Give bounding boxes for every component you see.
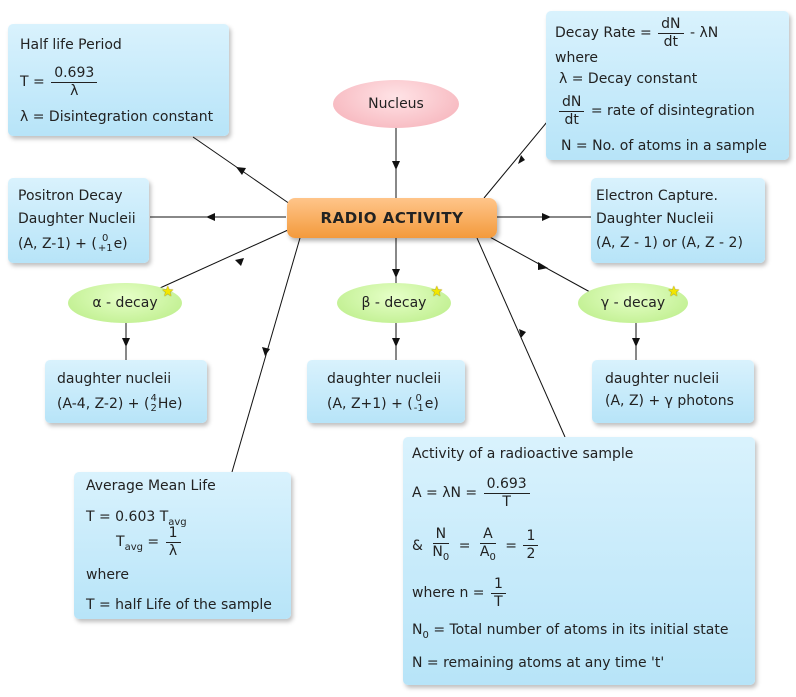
half-life-lambda-def: λ = Disintegration constant bbox=[20, 109, 214, 125]
gamma-decay-node: γ - decay ★ bbox=[578, 283, 688, 323]
nucleus-label: Nucleus bbox=[368, 96, 424, 112]
electron-capture-daughter-label: Daughter Nucleii bbox=[596, 211, 714, 227]
star-icon: ★ bbox=[430, 284, 443, 300]
star-icon: ★ bbox=[667, 284, 680, 300]
alpha-daughter-label: daughter nucleii bbox=[57, 371, 172, 387]
electron-capture-title: Electron Capture. bbox=[596, 188, 718, 204]
half-life-title: Half life Period bbox=[20, 37, 122, 53]
decay-rate-where: where bbox=[555, 50, 598, 66]
mean-life-formula: T = 0.603 Tavg bbox=[86, 509, 187, 528]
mean-life-box: Average Mean Life T = 0.603 Tavg Tavg = … bbox=[74, 472, 291, 619]
electron-capture-box: Electron Capture. Daughter Nucleii (A, Z… bbox=[591, 178, 765, 263]
star-icon: ★ bbox=[161, 284, 174, 300]
electron-capture-formula: (A, Z - 1) or (A, Z - 2) bbox=[596, 235, 743, 251]
positron-decay-box: Positron Decay Daughter Nucleii (A, Z-1)… bbox=[8, 178, 149, 263]
mean-life-title: Average Mean Life bbox=[86, 478, 216, 494]
nucleus-node: Nucleus bbox=[333, 80, 459, 128]
gamma-daughter-box: daughter nucleii (A, Z) + γ photons bbox=[592, 360, 754, 423]
beta-decay-label: β - decay bbox=[361, 295, 427, 311]
activity-box: Activity of a radioactive sample A = λN … bbox=[403, 437, 755, 685]
gamma-daughter-formula: (A, Z) + γ photons bbox=[605, 393, 734, 409]
gamma-daughter-label: daughter nucleii bbox=[605, 371, 720, 387]
gamma-decay-label: γ - decay bbox=[600, 295, 666, 311]
alpha-decay-label: α - decay bbox=[92, 295, 158, 311]
beta-decay-node: β - decay ★ bbox=[337, 283, 451, 323]
positron-title: Positron Decay bbox=[18, 188, 123, 204]
remaining-atoms-def: N = remaining atoms at any time 't' bbox=[412, 655, 665, 671]
n0-def: N0 = Total number of atoms in its initia… bbox=[412, 622, 729, 641]
activity-title: Activity of a radioactive sample bbox=[412, 446, 634, 462]
mean-life-where: where bbox=[86, 567, 129, 583]
mean-life-t-def: T = half Life of the sample bbox=[86, 597, 272, 613]
decay-constant-def: λ = Decay constant bbox=[559, 71, 698, 87]
alpha-decay-node: α - decay ★ bbox=[68, 283, 182, 323]
radio-activity-node: RADIO ACTIVITY bbox=[287, 198, 497, 238]
radio-activity-label: RADIO ACTIVITY bbox=[320, 209, 464, 227]
positron-daughter-label: Daughter Nucleii bbox=[18, 211, 136, 227]
beta-daughter-label: daughter nucleii bbox=[327, 371, 442, 387]
atoms-in-sample-def: N = No. of atoms in a sample bbox=[561, 138, 767, 154]
